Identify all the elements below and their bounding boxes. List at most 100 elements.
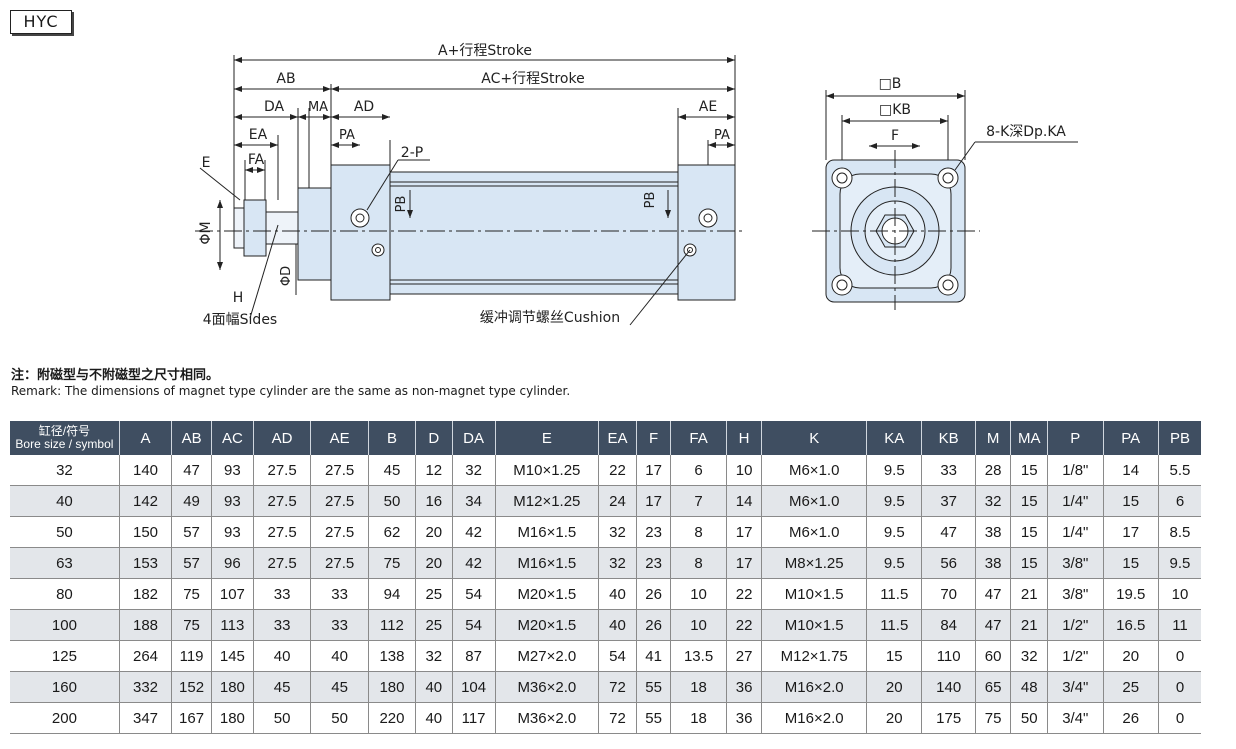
- table-cell: 87: [452, 640, 496, 672]
- table-cell: 9.5: [866, 455, 923, 486]
- table-cell: 15: [1010, 485, 1049, 517]
- table-cell: 167: [171, 702, 212, 734]
- table-cell: 28: [975, 455, 1012, 486]
- table-cell: 152: [171, 671, 212, 703]
- table-cell: 75: [171, 609, 212, 641]
- table-cell: M27×2.0: [495, 640, 600, 672]
- table-cell: 84: [921, 609, 976, 641]
- table-cell: 16: [415, 485, 453, 517]
- label-ad: AD: [354, 99, 374, 115]
- table-cell: 47: [171, 455, 212, 486]
- table-cell: M8×1.25: [761, 547, 868, 579]
- table-cell: 32: [598, 547, 637, 579]
- table-cell: 17: [636, 485, 672, 517]
- table-cell: 17: [726, 547, 763, 579]
- table-cell: M36×2.0: [495, 702, 600, 734]
- table-cell: 1/4": [1047, 516, 1104, 548]
- table-cell: 27.5: [310, 455, 369, 486]
- table-cell: 150: [119, 516, 173, 548]
- table-cell: 11.5: [866, 609, 923, 641]
- table-cell: M16×2.0: [761, 702, 868, 734]
- table-cell: 3/4": [1047, 702, 1104, 734]
- table-cell: 112: [368, 609, 417, 641]
- table-cell: 41: [636, 640, 672, 672]
- column-header: FA: [670, 421, 727, 455]
- table-cell: 45: [253, 671, 312, 703]
- bore-size-cell: 125: [10, 640, 120, 672]
- table-cell: 57: [171, 516, 212, 548]
- table-cell: 27.5: [310, 485, 369, 517]
- table-cell: 40: [310, 640, 369, 672]
- table-cell: 10: [670, 578, 727, 610]
- table-cell: 13.5: [670, 640, 727, 672]
- table-cell: M6×1.0: [761, 485, 868, 517]
- table-cell: 8: [670, 547, 727, 579]
- table-cell: 9.5: [866, 547, 923, 579]
- column-header: M: [975, 421, 1012, 455]
- table-cell: 107: [211, 578, 254, 610]
- table-cell: 140: [921, 671, 976, 703]
- table-cell: 15: [1010, 547, 1049, 579]
- table-cell: 347: [119, 702, 173, 734]
- table-cell: 20: [866, 702, 923, 734]
- table-cell: 175: [921, 702, 976, 734]
- table-cell: 93: [211, 485, 254, 517]
- table-cell: M12×1.25: [495, 485, 600, 517]
- label-pa-rear: PA: [714, 128, 730, 143]
- table-cell: 38: [975, 516, 1012, 548]
- column-header: F: [636, 421, 672, 455]
- table-cell: 55: [636, 702, 672, 734]
- table-cell: 37: [921, 485, 976, 517]
- table-cell: 9.5: [866, 485, 923, 517]
- table-cell: 3/8": [1047, 547, 1104, 579]
- table-cell: 113: [211, 609, 254, 641]
- table-cell: 17: [1103, 516, 1159, 548]
- label-pa-front: PA: [339, 128, 355, 143]
- bore-size-cell: 200: [10, 702, 120, 734]
- table-cell: 40: [415, 671, 453, 703]
- table-cell: 75: [171, 578, 212, 610]
- table-cell: 10: [1158, 578, 1201, 610]
- table-cell: 33: [921, 455, 976, 486]
- table-cell: 40: [415, 702, 453, 734]
- table-cell: 42: [452, 516, 496, 548]
- bore-size-cell: 80: [10, 578, 120, 610]
- table-cell: 70: [921, 578, 976, 610]
- table-cell: 25: [1103, 671, 1159, 703]
- table-cell: M12×1.75: [761, 640, 868, 672]
- table-cell: M20×1.5: [495, 578, 600, 610]
- table-cell: 36: [726, 702, 763, 734]
- table-cell: 20: [415, 547, 453, 579]
- label-fa: FA: [248, 152, 265, 168]
- label-phi-m: ΦM: [198, 221, 214, 244]
- table-cell: 18: [670, 671, 727, 703]
- table-cell: M10×1.25: [495, 455, 600, 486]
- column-header: AC: [211, 421, 254, 455]
- label-k-depth: 8-K深Dp.KA: [986, 124, 1066, 140]
- label-ab: AB: [276, 71, 295, 87]
- table-cell: 1/8": [1047, 455, 1104, 486]
- column-header: B: [368, 421, 417, 455]
- table-cell: 16.5: [1103, 609, 1159, 641]
- column-header: MA: [1010, 421, 1049, 455]
- table-cell: 48: [1010, 671, 1049, 703]
- table-cell: 32: [415, 640, 453, 672]
- label-ae: AE: [699, 99, 717, 115]
- table-cell: M10×1.5: [761, 609, 868, 641]
- table-cell: 27.5: [253, 516, 312, 548]
- table-cell: 94: [368, 578, 417, 610]
- table-cell: 1/4": [1047, 485, 1104, 517]
- label-sides: 4面幅Sides: [203, 312, 277, 328]
- label-da: DA: [264, 99, 285, 115]
- table-cell: 6: [1158, 485, 1201, 517]
- table-cell: 93: [211, 455, 254, 486]
- label-f: F: [891, 128, 899, 144]
- note-english: Remark: The dimensions of magnet type cy…: [11, 384, 571, 398]
- table-cell: 19.5: [1103, 578, 1159, 610]
- label-cushion: 缓冲调节螺丝Cushion: [480, 310, 620, 326]
- table-cell: 27.5: [253, 455, 312, 486]
- table-cell: 45: [368, 455, 417, 486]
